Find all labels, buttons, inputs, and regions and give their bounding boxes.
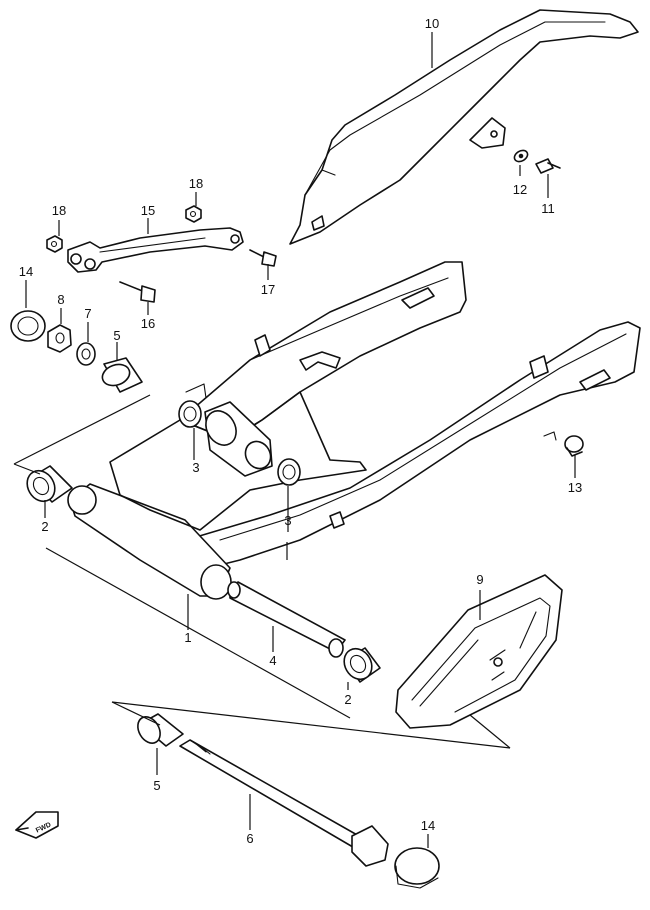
callout-13: 13	[568, 480, 582, 495]
part-washer-7	[76, 342, 96, 366]
callout-5-lower: 5	[153, 778, 160, 793]
part-bearing-3-upper	[178, 400, 202, 428]
callout-1: 1	[184, 630, 191, 645]
part-pivot-bolt-6	[179, 739, 389, 867]
part-pivot-collar-4	[227, 581, 346, 658]
callout-6: 6	[246, 831, 253, 846]
callout-17: 17	[261, 282, 275, 297]
callout-3-lower: 3	[284, 513, 291, 528]
callout-leader-lines	[25, 32, 576, 848]
callout-16: 16	[141, 316, 155, 331]
part-spacer-5-lower	[137, 713, 184, 747]
part-bolt-16	[119, 281, 156, 303]
callout-12: 12	[513, 182, 527, 197]
callout-4: 4	[269, 653, 276, 668]
part-spacer-5-upper	[101, 357, 143, 393]
callout-5-upper: 5	[113, 328, 120, 343]
callout-14-upper: 14	[19, 264, 33, 279]
assembly-guide-lines	[13, 394, 511, 749]
part-cap-14-upper	[10, 310, 46, 342]
part-bolt-17	[249, 249, 277, 267]
callout-7: 7	[84, 306, 91, 321]
part-bearing-2-right	[343, 647, 381, 683]
part-chain-case-cover	[289, 9, 639, 245]
callout-10: 10	[425, 16, 439, 31]
part-bolt-11	[535, 158, 561, 174]
callout-11: 11	[541, 201, 555, 216]
part-plug-13	[564, 435, 584, 457]
callout-2-left: 2	[41, 519, 48, 534]
callout-14-lower: 14	[421, 818, 435, 833]
part-bearing-3-lower	[277, 458, 301, 486]
part-swingarm	[67, 261, 641, 600]
part-bearing-2-left	[26, 465, 73, 503]
callout-15: 15	[141, 203, 155, 218]
part-washer-12	[513, 149, 529, 163]
part-cap-14-lower	[394, 847, 440, 889]
part-torque-link	[67, 227, 244, 273]
callout-3-upper: 3	[192, 460, 199, 475]
callout-8: 8	[57, 292, 64, 307]
callout-2-right: 2	[344, 692, 351, 707]
part-nut-18-left	[46, 235, 63, 253]
callout-18-right: 18	[189, 176, 203, 191]
callout-18-left: 18	[52, 203, 66, 218]
forward-arrow-icon	[15, 811, 59, 839]
callout-9: 9	[476, 572, 483, 587]
part-nut-8	[47, 324, 72, 353]
part-nut-18-right	[185, 205, 202, 223]
part-chain-buffer-9	[395, 574, 563, 729]
